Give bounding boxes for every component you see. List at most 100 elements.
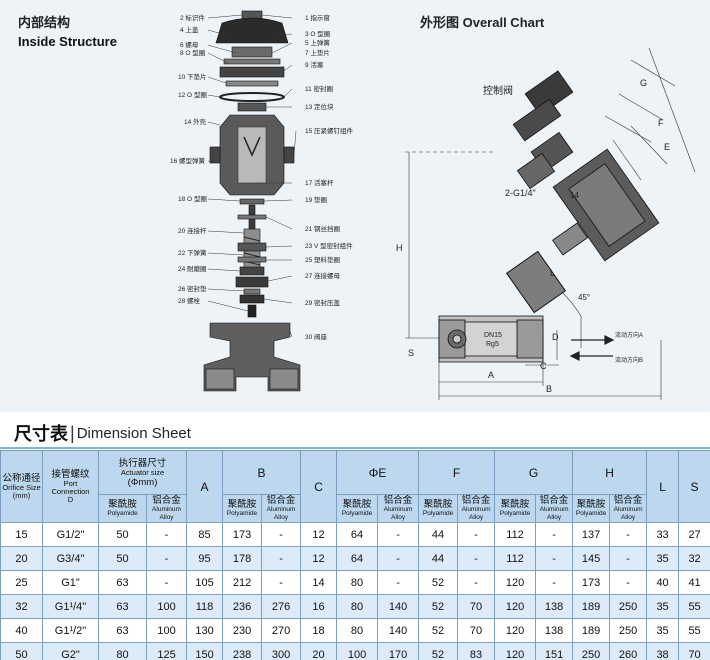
- table-cell: 95: [186, 546, 224, 571]
- part-label: 9 活塞: [305, 62, 324, 69]
- table-cell: 173: [572, 570, 611, 595]
- table-cell: 140: [377, 618, 420, 643]
- part-label: 24 耐磨圈: [178, 266, 207, 273]
- table-cell: 125: [145, 642, 188, 660]
- positioning-block: [237, 102, 267, 112]
- table-cell: 189: [572, 618, 611, 643]
- table-cell: 52: [418, 642, 459, 660]
- polyamide-en: Polyamide: [226, 510, 258, 517]
- dim-a-label: A: [488, 370, 495, 380]
- table-cell: 138: [535, 594, 574, 619]
- table-cell: -: [457, 522, 496, 547]
- table-cell: 80: [336, 570, 379, 595]
- table-cell: G2": [42, 642, 99, 660]
- table-cell: 173: [222, 522, 263, 547]
- table-cell: 63: [98, 618, 147, 643]
- alloy-cn: 铝合金: [539, 495, 569, 506]
- alloy-cn: 铝合金: [461, 495, 491, 506]
- part-label: 22 下弹簧: [178, 250, 207, 257]
- dim-l-label: L: [550, 268, 556, 278]
- header-h: H: [572, 450, 648, 495]
- seal-gasket: [243, 288, 261, 295]
- table-cell: -: [535, 570, 574, 595]
- table-cell: 112: [494, 522, 537, 547]
- header-port-en: D: [67, 495, 74, 504]
- polyamide-cn: 聚酰胺: [500, 499, 530, 510]
- table-cell: 100: [336, 642, 379, 660]
- table-cell: 150: [186, 642, 224, 660]
- rg-label: Rg5: [486, 341, 499, 348]
- table-cell: 63: [98, 594, 147, 619]
- table-cell: -: [609, 522, 648, 547]
- alloy-en: Aluminum Alloy: [152, 506, 181, 521]
- alloy-cn: 铝合金: [266, 495, 296, 506]
- part-label: 30 阀座: [305, 334, 328, 341]
- polyamide-en: Polyamide: [107, 510, 138, 517]
- o-ring-12: [219, 92, 285, 102]
- table-cell: 130: [186, 618, 224, 643]
- dim-s-label: S: [408, 348, 415, 358]
- dim-c-label: C: [540, 361, 547, 371]
- header-b: B: [222, 450, 302, 495]
- table-cell: 178: [222, 546, 263, 571]
- table-cell: 236: [222, 594, 263, 619]
- table-cell: -: [609, 546, 648, 571]
- header-e: ΦE: [336, 450, 420, 495]
- table-cell: 238: [222, 642, 263, 660]
- table-cell: 33: [646, 522, 680, 547]
- part-label: 19 垫圈: [305, 197, 328, 204]
- part-label: 16 螺型弹簧: [170, 158, 206, 165]
- header-actuator-cn: 执行器尺寸: [118, 457, 167, 469]
- table-cell: 120: [494, 594, 537, 619]
- table-cell: -: [145, 522, 188, 547]
- polyamide-cn: 聚酰胺: [423, 499, 453, 510]
- connecting-nut: [235, 276, 269, 288]
- v-seal: [237, 242, 267, 252]
- dim-f-label: F: [658, 118, 664, 128]
- header-c: C: [300, 450, 338, 523]
- table-cell: 112: [494, 546, 537, 571]
- alloy-en: Aluminum Alloy: [383, 506, 413, 521]
- dim-g-label: G: [640, 78, 648, 88]
- table-cell: 170: [377, 642, 420, 660]
- table-cell: 151: [535, 642, 574, 660]
- table-cell: 85: [186, 522, 224, 547]
- seal-gland: [239, 294, 265, 304]
- table-cell: -: [377, 522, 420, 547]
- port-label: 2-G1/4": [505, 188, 536, 198]
- angle-label: 45°: [578, 293, 591, 302]
- table-cell: 64: [336, 546, 379, 571]
- polyamide-cn: 聚酰胺: [342, 499, 372, 510]
- polyamide-en: Polyamide: [341, 510, 373, 517]
- part-label: 12 O 型圈: [178, 92, 207, 99]
- part-label: 8 O 型圈: [180, 50, 206, 57]
- part-label: 7 上垫片: [305, 50, 330, 57]
- part-label: 13 定位块: [305, 104, 334, 111]
- table-cell: 250: [609, 618, 648, 643]
- polyamide-en: Polyamide: [422, 510, 454, 517]
- part-label: 21 钢丝挡圈: [305, 226, 341, 233]
- table-cell: 27: [678, 522, 710, 547]
- table-cell: G1¹/2": [42, 618, 99, 643]
- inside-structure-title-en: Inside Structure: [18, 34, 117, 49]
- part-label: 14 外壳: [184, 119, 207, 126]
- table-cell: -: [261, 546, 302, 571]
- flow-a-label: 流动方向A: [615, 333, 644, 339]
- table-cell: 80: [336, 618, 379, 643]
- part-label: 20 连接杆: [178, 228, 207, 235]
- table-cell: 64: [336, 522, 379, 547]
- table-cell: 137: [572, 522, 611, 547]
- table-cell: 40: [646, 570, 680, 595]
- table-cell: 250: [572, 642, 611, 660]
- overall-chart-drawing: [405, 47, 696, 400]
- table-cell: -: [609, 570, 648, 595]
- part-label: 26 密封垫: [178, 286, 207, 293]
- polyamide-en: Polyamide: [499, 510, 531, 517]
- table-cell: 25: [0, 570, 43, 595]
- table-cell: 38: [646, 642, 680, 660]
